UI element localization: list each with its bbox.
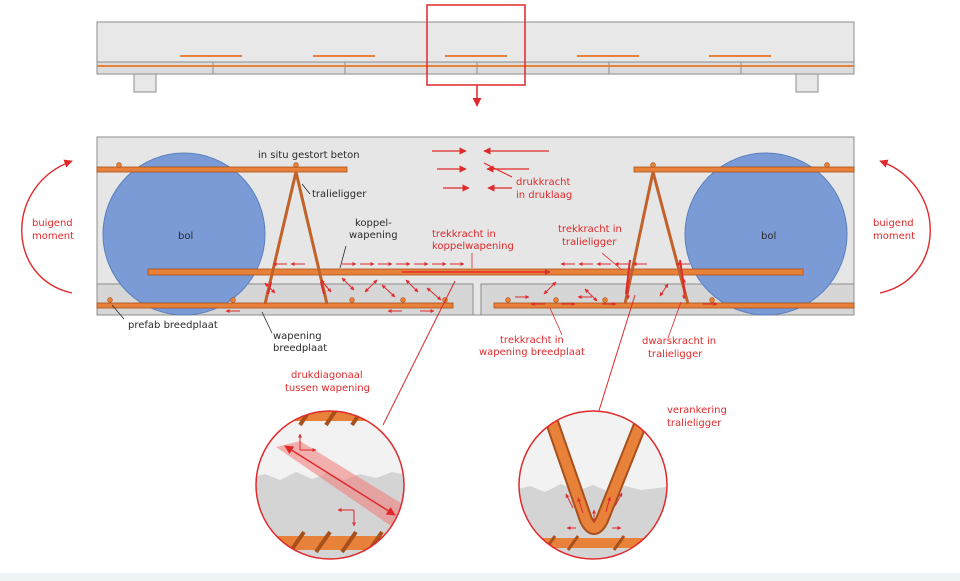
lattice-girder-right: [623, 171, 690, 305]
top-bar-left: [96, 166, 348, 173]
slab-bar-left: [96, 302, 454, 309]
label-buigend-right-1: buigend: [873, 218, 914, 229]
label-bol-right: bol: [761, 231, 776, 242]
label-trek-tralie-1: trekkracht in: [558, 224, 622, 235]
label-trek-wap-2: wapening breedplaat: [479, 347, 585, 358]
detail-circle-right: [519, 411, 667, 559]
label-druk-1: drukkracht: [516, 177, 570, 188]
label-dwars-1: dwarskracht in: [642, 336, 716, 347]
label-veranker-1: verankering: [667, 405, 727, 416]
label-in-situ: in situ gestort beton: [258, 150, 360, 161]
label-trek-tralie-2: tralieligger: [562, 237, 617, 248]
label-dwars-2: tralieligger: [648, 349, 703, 360]
main-section: [96, 136, 855, 316]
label-drukdiag-2: tussen wapening: [285, 383, 370, 394]
bottom-strip: [0, 573, 960, 581]
label-buigend-left-1: buigend: [32, 218, 73, 229]
label-drukdiag-1: drukdiagonaal: [291, 370, 363, 381]
label-trek-koppel-1: trekkracht in: [432, 229, 496, 240]
tension-arrows-coupling: [272, 262, 690, 275]
top-bar-right: [633, 166, 855, 173]
detail-highlight-box: [426, 4, 526, 86]
label-tralieligger: tralieligger: [312, 189, 367, 200]
bending-moment-arc-left: [21, 159, 73, 294]
tension-arrows-slab: [225, 295, 718, 313]
bending-moment-arc-right: [879, 159, 931, 294]
label-bol-left: bol: [178, 231, 193, 242]
label-buigend-left-2: moment: [32, 231, 74, 242]
label-koppel-2: wapening: [349, 230, 398, 241]
label-trek-wap-1: trekkracht in: [500, 335, 564, 346]
label-veranker-2: tralieligger: [667, 418, 722, 429]
label-wap-breed-1: wapening: [273, 331, 322, 342]
lattice-girder-left: [263, 171, 329, 305]
detail-circle-left: [256, 411, 404, 559]
label-buigend-right-2: moment: [873, 231, 915, 242]
compression-arrows: [432, 147, 549, 192]
zoom-line-right: [596, 294, 636, 418]
slab-bar-right: [493, 302, 855, 309]
label-koppel-1: koppel-: [355, 218, 392, 229]
overview-slab: [96, 21, 855, 93]
label-wap-breed-2: breedplaat: [273, 343, 327, 354]
zoom-line-left: [382, 280, 456, 426]
label-druk-2: in druklaag: [516, 190, 572, 201]
label-trek-koppel-2: koppelwapening: [432, 241, 514, 252]
label-prefab: prefab breedplaat: [128, 320, 218, 331]
